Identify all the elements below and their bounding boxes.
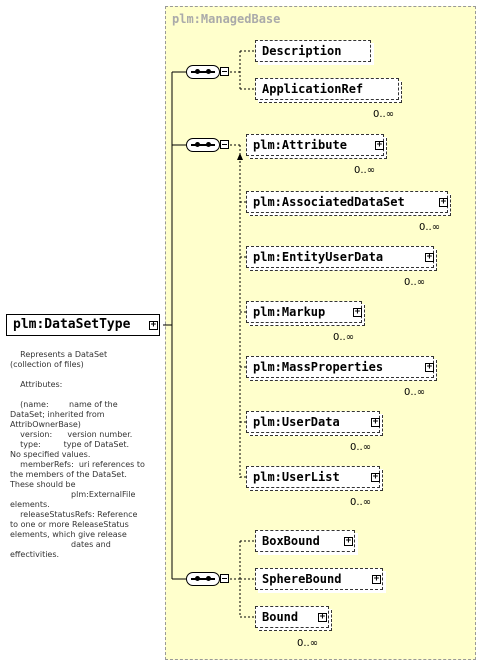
element-spherebound[interactable]: SphereBound + [255,568,383,590]
root-element-datasettype[interactable]: plm:DataSetType + [6,314,160,336]
element-plm-attribute[interactable]: plm:Attribute + [246,134,387,159]
occurrence-label: 0..∞ [404,387,426,398]
sequence-compositor-1[interactable] [186,65,220,79]
expand-plus-icon[interactable]: + [425,252,434,262]
element-plm-userdata[interactable]: plm:UserData + [246,411,383,436]
occurrence-label: 0..∞ [333,332,355,343]
element-label: plm:Attribute [253,138,347,152]
element-bound[interactable]: Bound + [255,606,332,631]
sequence-compositor-2[interactable] [186,138,220,152]
expand-plus-icon[interactable]: + [371,472,380,482]
element-label: plm:AssociatedDataSet [253,195,405,209]
element-label: plm:EntityUserData [253,250,384,264]
element-label: plm:UserData [253,415,340,429]
expand-plus-icon[interactable]: + [371,417,380,427]
expand-plus-icon[interactable]: + [344,536,353,546]
occurrence-label: 0..∞ [297,638,319,649]
element-plm-userlist[interactable]: plm:UserList + [246,466,383,491]
expand-plus-icon[interactable]: + [149,320,158,330]
element-plm-associateddataset[interactable]: plm:AssociatedDataSet + [246,191,451,216]
occurrence-label: 0..∞ [419,222,441,233]
collapse-minus-icon[interactable] [220,574,229,583]
element-label: ApplicationRef [262,82,364,96]
element-label: plm:MassProperties [253,360,384,374]
element-label: SphereBound [262,572,342,586]
element-label: Bound [262,610,299,624]
occurrence-label: 0..∞ [354,165,376,176]
occurrence-label: 0..∞ [350,497,372,508]
element-label: plm:Markup [253,305,326,319]
expand-plus-icon[interactable]: + [425,362,434,372]
occurrence-label: 0..∞ [350,442,372,453]
expand-plus-icon[interactable]: + [439,197,448,207]
collapse-minus-icon[interactable] [220,140,229,149]
occurrence-label: 0..∞ [404,277,426,288]
expand-plus-icon[interactable]: + [353,307,362,317]
expand-plus-icon[interactable]: + [375,140,384,150]
element-plm-entityuserdata[interactable]: plm:EntityUserData + [246,246,437,271]
element-plm-massproperties[interactable]: plm:MassProperties + [246,356,437,381]
element-label: BoxBound [262,534,320,548]
expand-plus-icon[interactable]: + [318,612,327,622]
element-boxbound[interactable]: BoxBound + [255,530,355,552]
sequence-compositor-3[interactable] [186,572,220,586]
collapse-minus-icon[interactable] [220,67,229,76]
element-applicationref[interactable]: ApplicationRef [255,78,402,103]
group-title: plm:ManagedBase [172,12,281,26]
occurrence-label: 0..∞ [373,109,395,120]
element-label: plm:UserList [253,470,340,484]
expand-plus-icon[interactable]: + [372,574,381,584]
documentation-text: Represents a DataSet (collection of file… [10,350,145,559]
element-label: Description [262,44,342,58]
element-plm-markup[interactable]: plm:Markup + [246,301,365,326]
root-element-label: plm:DataSetType [13,317,131,332]
element-description[interactable]: Description [255,40,371,62]
